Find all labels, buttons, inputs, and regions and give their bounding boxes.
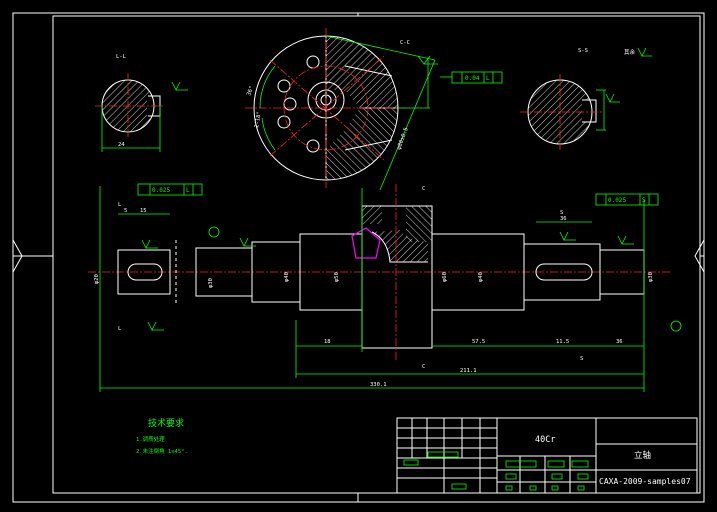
- ll-runout-datum: L: [186, 187, 190, 194]
- datum-s-marker: [670, 320, 682, 332]
- cc-angle1-dim: 36°: [246, 85, 255, 96]
- datum-l-marker: [208, 226, 220, 238]
- cut-l-bottom: L: [118, 326, 122, 332]
- roughness-note: 其余: [624, 48, 636, 56]
- shaft-d6-dim: φ40: [478, 272, 484, 282]
- corner-mark-tl: [12, 239, 23, 273]
- len-57-dim: 57.5: [472, 339, 485, 345]
- ll-section-label: L-L: [116, 54, 127, 60]
- ll-width-dim: 24: [118, 142, 125, 148]
- weld-mark: [351, 227, 381, 259]
- material-text: 40Cr: [535, 435, 555, 445]
- len-15-dim: 15: [140, 208, 147, 214]
- len-211-dim: 211.1: [460, 368, 477, 374]
- shaft-d3-dim: φ40: [284, 272, 290, 282]
- inner-border: [52, 15, 701, 494]
- cut-l-top: L: [118, 202, 122, 208]
- cut-s-bottom: S: [580, 356, 583, 362]
- cut-c-bottom: C: [422, 364, 425, 370]
- ss-runout-datum: S: [642, 197, 646, 204]
- ss-section-label: S-S: [578, 48, 588, 54]
- cut-s-top: S: [560, 210, 563, 216]
- cc-runout-value: 0.04: [465, 75, 480, 82]
- shaft-d1-dim: φ20: [94, 274, 100, 284]
- tech-requirements: 技术要求 1.调质处理 2.未注倒角 1x45°.: [136, 417, 188, 455]
- shaft-d4-dim: φ50: [334, 272, 340, 282]
- cc-section-label: C-C: [400, 40, 410, 46]
- section-ss: S-S 其余: [520, 47, 652, 150]
- shaft-d7-dim: φ30: [648, 272, 654, 282]
- tech-item-1: 1.调质处理: [136, 435, 165, 443]
- part-name-text: 立轴: [634, 450, 651, 461]
- shaft-d2-dim: φ30: [208, 278, 214, 288]
- section-ll: 24 L-L: [95, 54, 188, 152]
- len-36b-dim: 36: [616, 339, 623, 345]
- cut-c-top: C: [422, 186, 425, 192]
- len-5-dim: 5: [124, 208, 127, 214]
- cc-angle2-dim: 2-18°: [254, 111, 263, 128]
- shaft-main-view: C C S S L L 330.1 211.1 18 57.5 11.5 36 …: [88, 183, 682, 392]
- drawing-no-text: CAXA-2009-samples07: [599, 477, 691, 486]
- shaft-d5-dim: φ60: [442, 272, 448, 282]
- cc-runout-datum: L: [486, 75, 490, 82]
- cc-outer-dim: φ80±0.5: [396, 127, 410, 151]
- total-length-dim: 330.1: [370, 382, 387, 388]
- ss-runout-value: 0.025: [608, 197, 626, 204]
- title-block: 40Cr 立轴 CAXA-2009-samples07: [396, 417, 698, 494]
- section-cc: 36° 2-18° φ80±0.5 C-C 0.04 L: [245, 28, 503, 191]
- corner-mark-tr: [694, 239, 705, 273]
- len-36-dim: 36: [560, 216, 567, 222]
- len-18-dim: 18: [324, 339, 331, 345]
- ll-runout-value: 0.025: [152, 187, 170, 194]
- tech-item-2: 2.未注倒角 1x45°.: [136, 447, 188, 455]
- len-11-dim: 11.5: [556, 339, 569, 345]
- tech-title: 技术要求: [148, 417, 184, 429]
